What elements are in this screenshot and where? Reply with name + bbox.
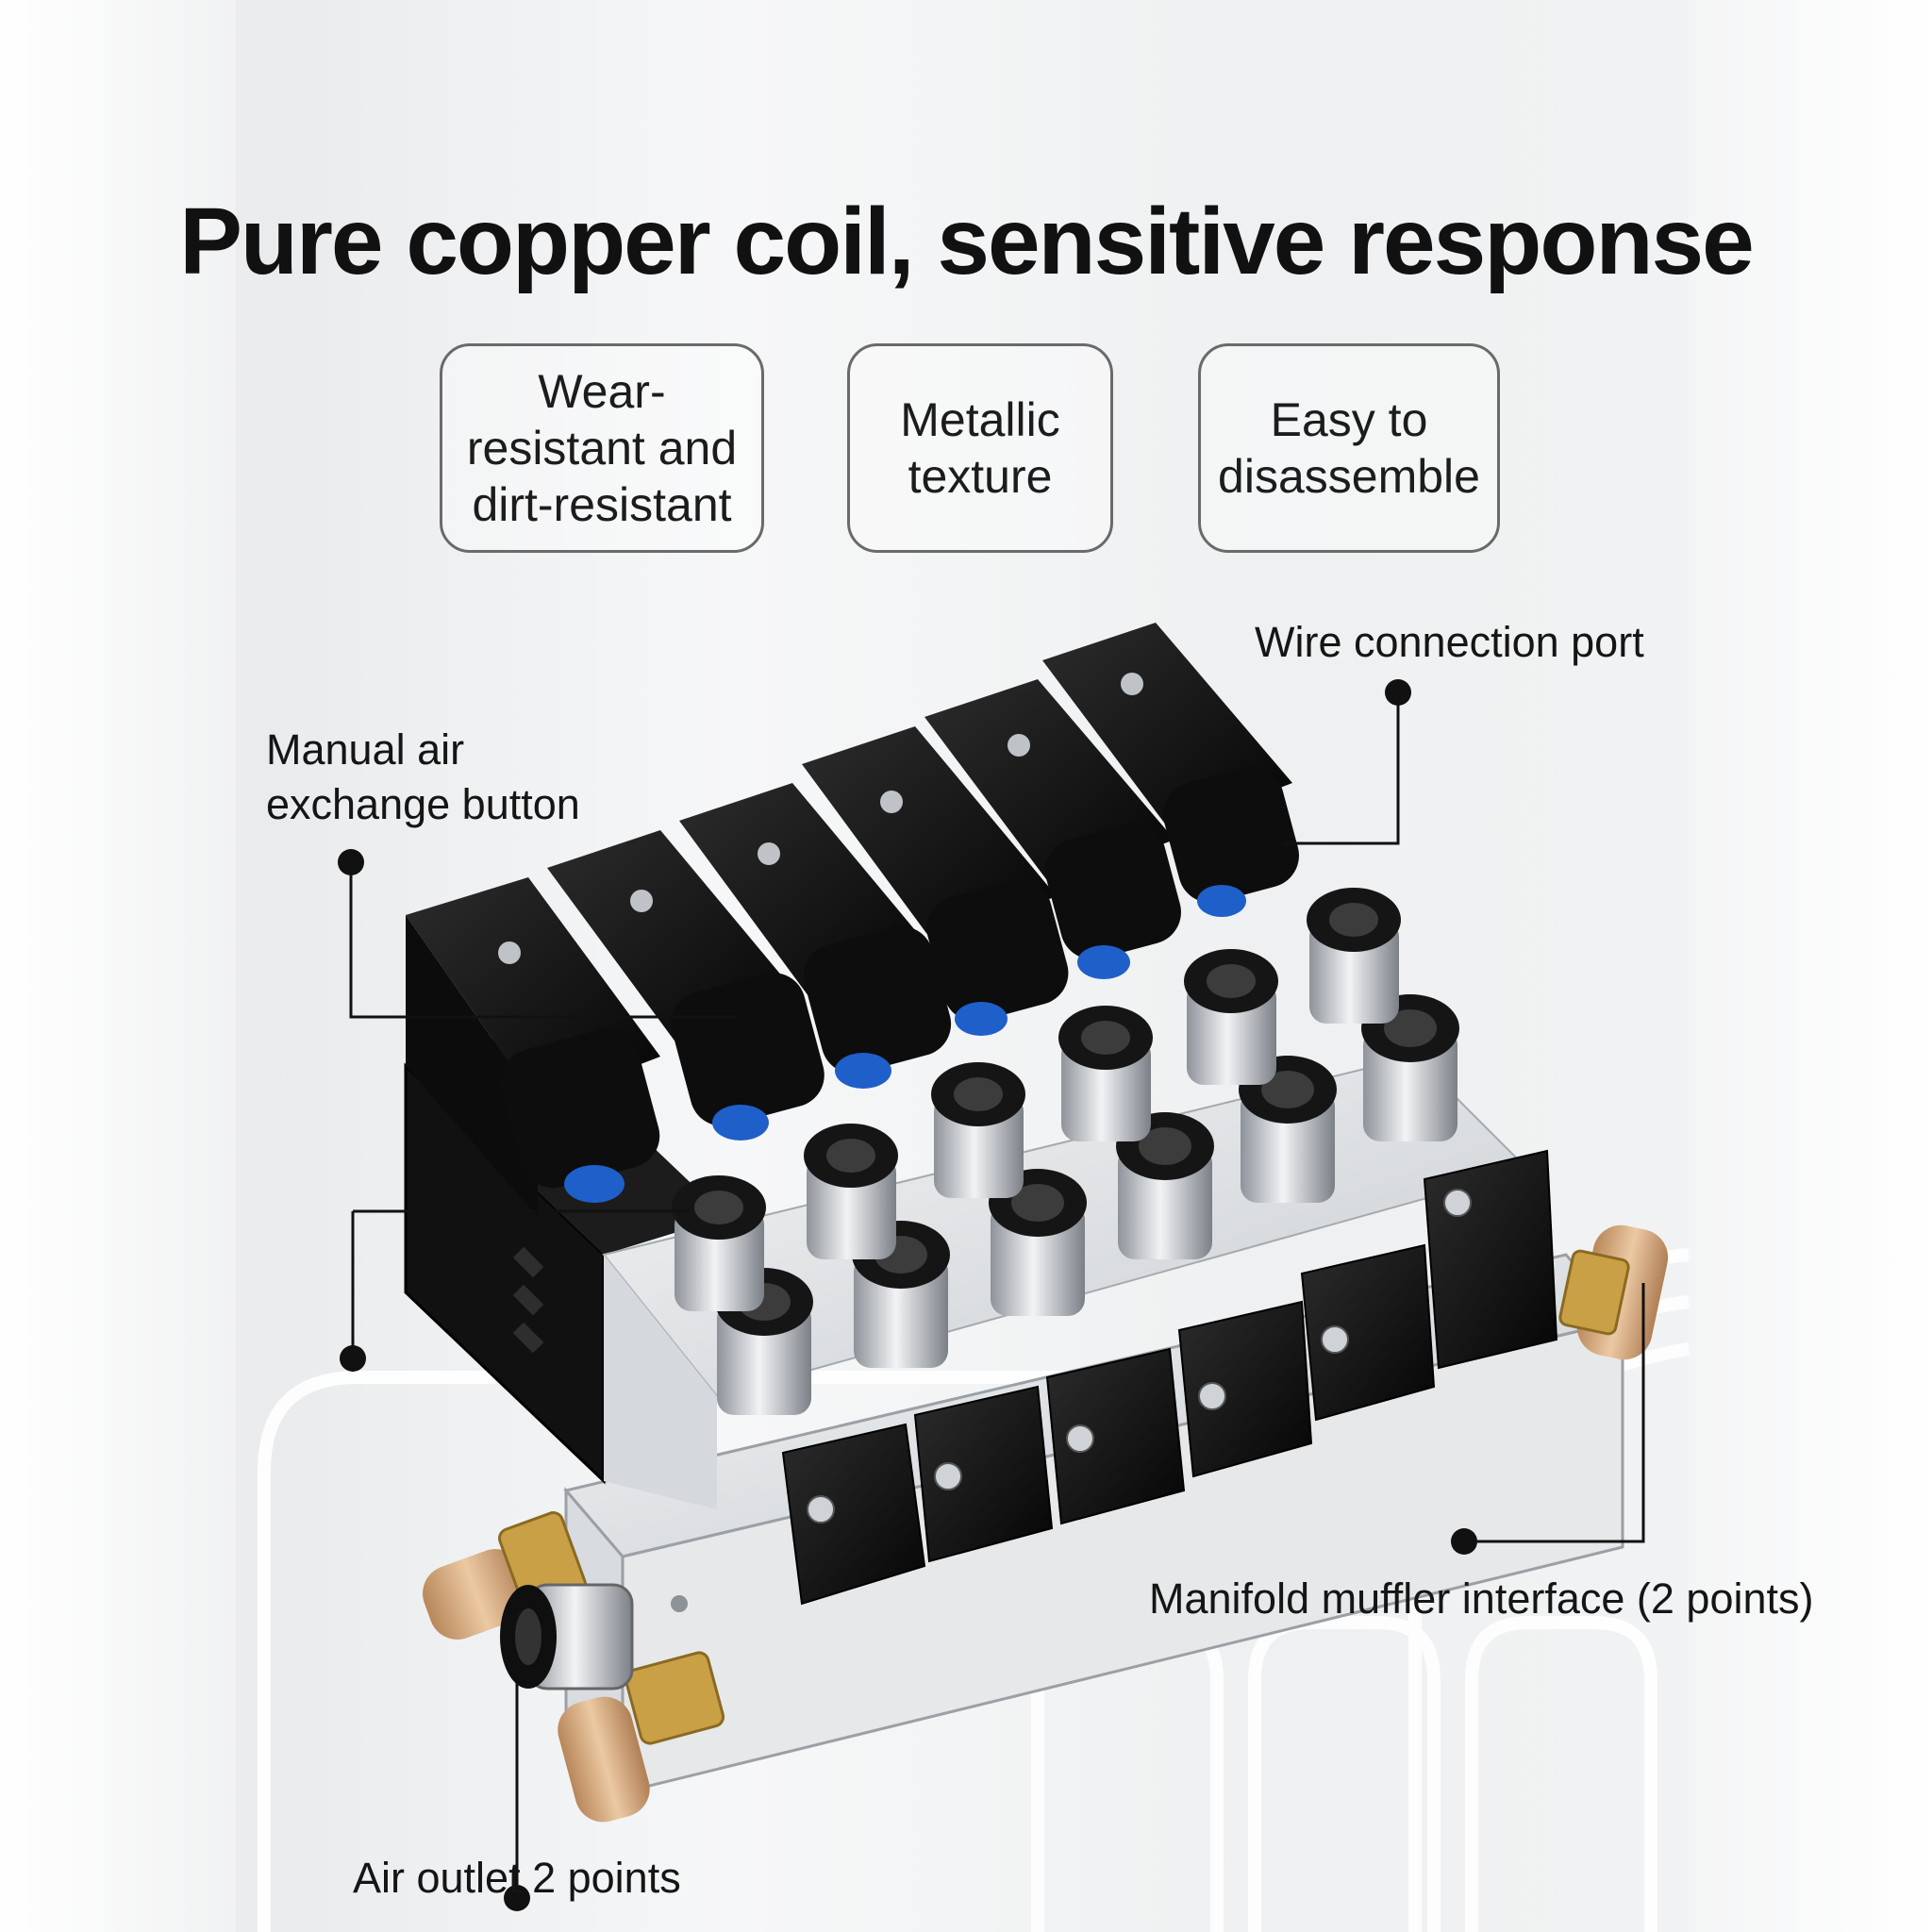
page-title: Pure copper coil, sensitive response	[179, 189, 1755, 294]
manual-air-exchange-buttons	[564, 885, 1246, 1203]
callout-dot-icon	[338, 849, 364, 875]
push-in-fittings	[672, 888, 1459, 1415]
screw-icon	[1198, 1382, 1226, 1410]
coil-4	[802, 726, 1069, 1022]
callout-manual-air-exchange-button: Manual air exchange button	[266, 725, 580, 828]
coil-3	[679, 783, 952, 1074]
air-outlet-fitting	[500, 1583, 634, 1690]
background-stripe	[1689, 0, 1932, 1932]
screw-icon	[1008, 734, 1030, 757]
muffler-right	[1558, 1224, 1669, 1360]
feature-label: Wear-resistant and dirt-resistant	[466, 365, 738, 531]
screw-icon	[498, 941, 521, 964]
screw-icon	[758, 842, 780, 865]
screw-icon	[630, 890, 653, 912]
coil-1	[406, 877, 660, 1217]
muffler-left-bottom	[558, 1651, 725, 1823]
coil-2	[547, 830, 824, 1126]
callout-dot-icon	[340, 1345, 366, 1372]
screw-icon	[807, 1495, 835, 1524]
callout-dot-icon	[1451, 1528, 1477, 1555]
screw-icon	[1121, 673, 1143, 695]
feature-label: Easy to disassemble	[1218, 393, 1480, 503]
screw-icon	[1066, 1424, 1094, 1453]
fitting-row-back	[672, 888, 1401, 1311]
callout-dot-icon	[1385, 679, 1411, 706]
screw-icon	[1321, 1325, 1349, 1354]
callout-leaders	[349, 692, 1645, 1898]
callout-air-outlet: Air outlet 2 points	[353, 1854, 681, 1902]
coil-6	[1042, 623, 1299, 903]
screw-icon	[1443, 1189, 1472, 1217]
coil-5	[924, 679, 1181, 959]
feature-badge-wear-resistant: Wear-resistant and dirt-resistant	[440, 343, 764, 553]
callout-dots	[338, 679, 1477, 1911]
background-stripe	[0, 0, 236, 1932]
callout-manifold-muffler-interface: Manifold muffler interface (2 points)	[1149, 1574, 1814, 1623]
screw-icon	[934, 1462, 962, 1491]
screw-icon	[880, 791, 903, 813]
feature-badge-easy-disassemble: Easy to disassemble	[1198, 343, 1500, 553]
feature-badge-metallic-texture: Metallic texture	[847, 343, 1113, 553]
solenoid-coils	[406, 623, 1299, 1217]
callout-dot-icon	[504, 1885, 530, 1911]
feature-label: Metallic texture	[900, 393, 1060, 503]
callout-wire-connection-port: Wire connection port	[1255, 618, 1644, 666]
